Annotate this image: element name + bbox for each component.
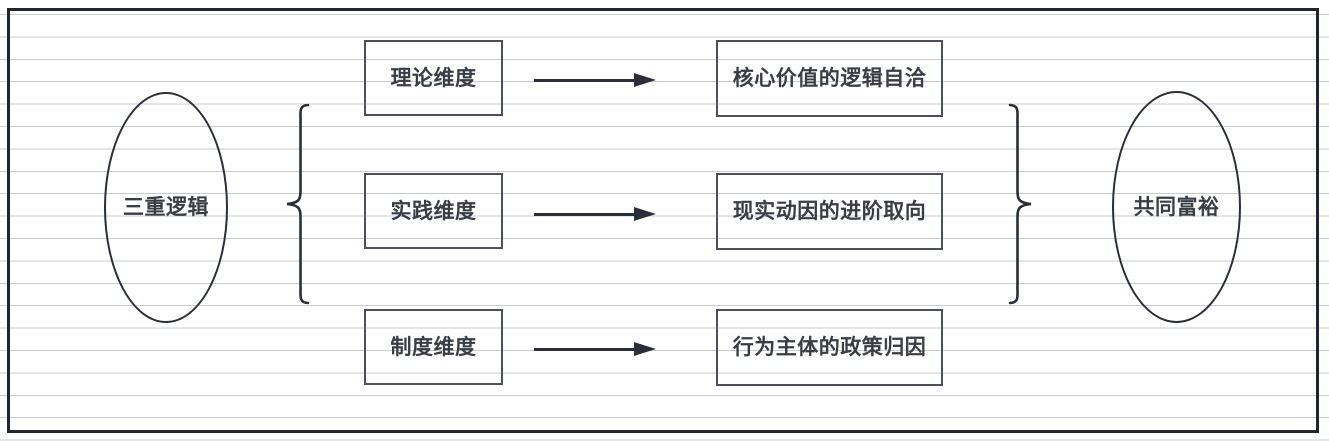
dimension-label-2: 实践维度 (390, 199, 477, 223)
arrow-head (634, 207, 656, 221)
arrow-head (634, 73, 656, 87)
dimension-box-1[interactable]: 理论维度 (364, 40, 503, 116)
outcome-box-1[interactable]: 核心价值的逻辑自洽 (716, 40, 943, 117)
right-arrow-icon-1 (534, 73, 658, 87)
node-source-ellipse[interactable]: 三重逻辑 (104, 92, 228, 323)
outcome-box-2[interactable]: 现实动因的进阶取向 (716, 173, 943, 250)
node-target-label: 共同富裕 (1133, 195, 1220, 219)
outcome-box-3[interactable]: 行为主体的政策归因 (716, 309, 943, 386)
outcome-label-1: 核心价值的逻辑自洽 (732, 67, 927, 90)
arrow-shaft (534, 213, 638, 216)
arrow-shaft (534, 79, 638, 82)
outcome-label-3: 行为主体的政策归因 (732, 336, 927, 359)
arrow-head (634, 342, 656, 356)
outcome-label-2: 现实动因的进阶取向 (732, 200, 927, 223)
arrow-shaft (534, 348, 638, 351)
left-curly-brace-icon (284, 103, 310, 310)
node-source-label: 三重逻辑 (123, 196, 209, 219)
dimension-box-3[interactable]: 制度维度 (364, 309, 503, 385)
node-target-ellipse[interactable]: 共同富裕 (1112, 91, 1241, 323)
right-arrow-icon-3 (534, 342, 658, 356)
dimension-label-1: 理论维度 (390, 66, 477, 90)
right-arrow-icon-2 (534, 207, 658, 221)
dimension-label-3: 制度维度 (390, 335, 477, 359)
right-curly-brace-icon (1008, 103, 1034, 310)
dimension-box-2[interactable]: 实践维度 (364, 173, 503, 249)
outer-frame-border (7, 8, 1319, 433)
